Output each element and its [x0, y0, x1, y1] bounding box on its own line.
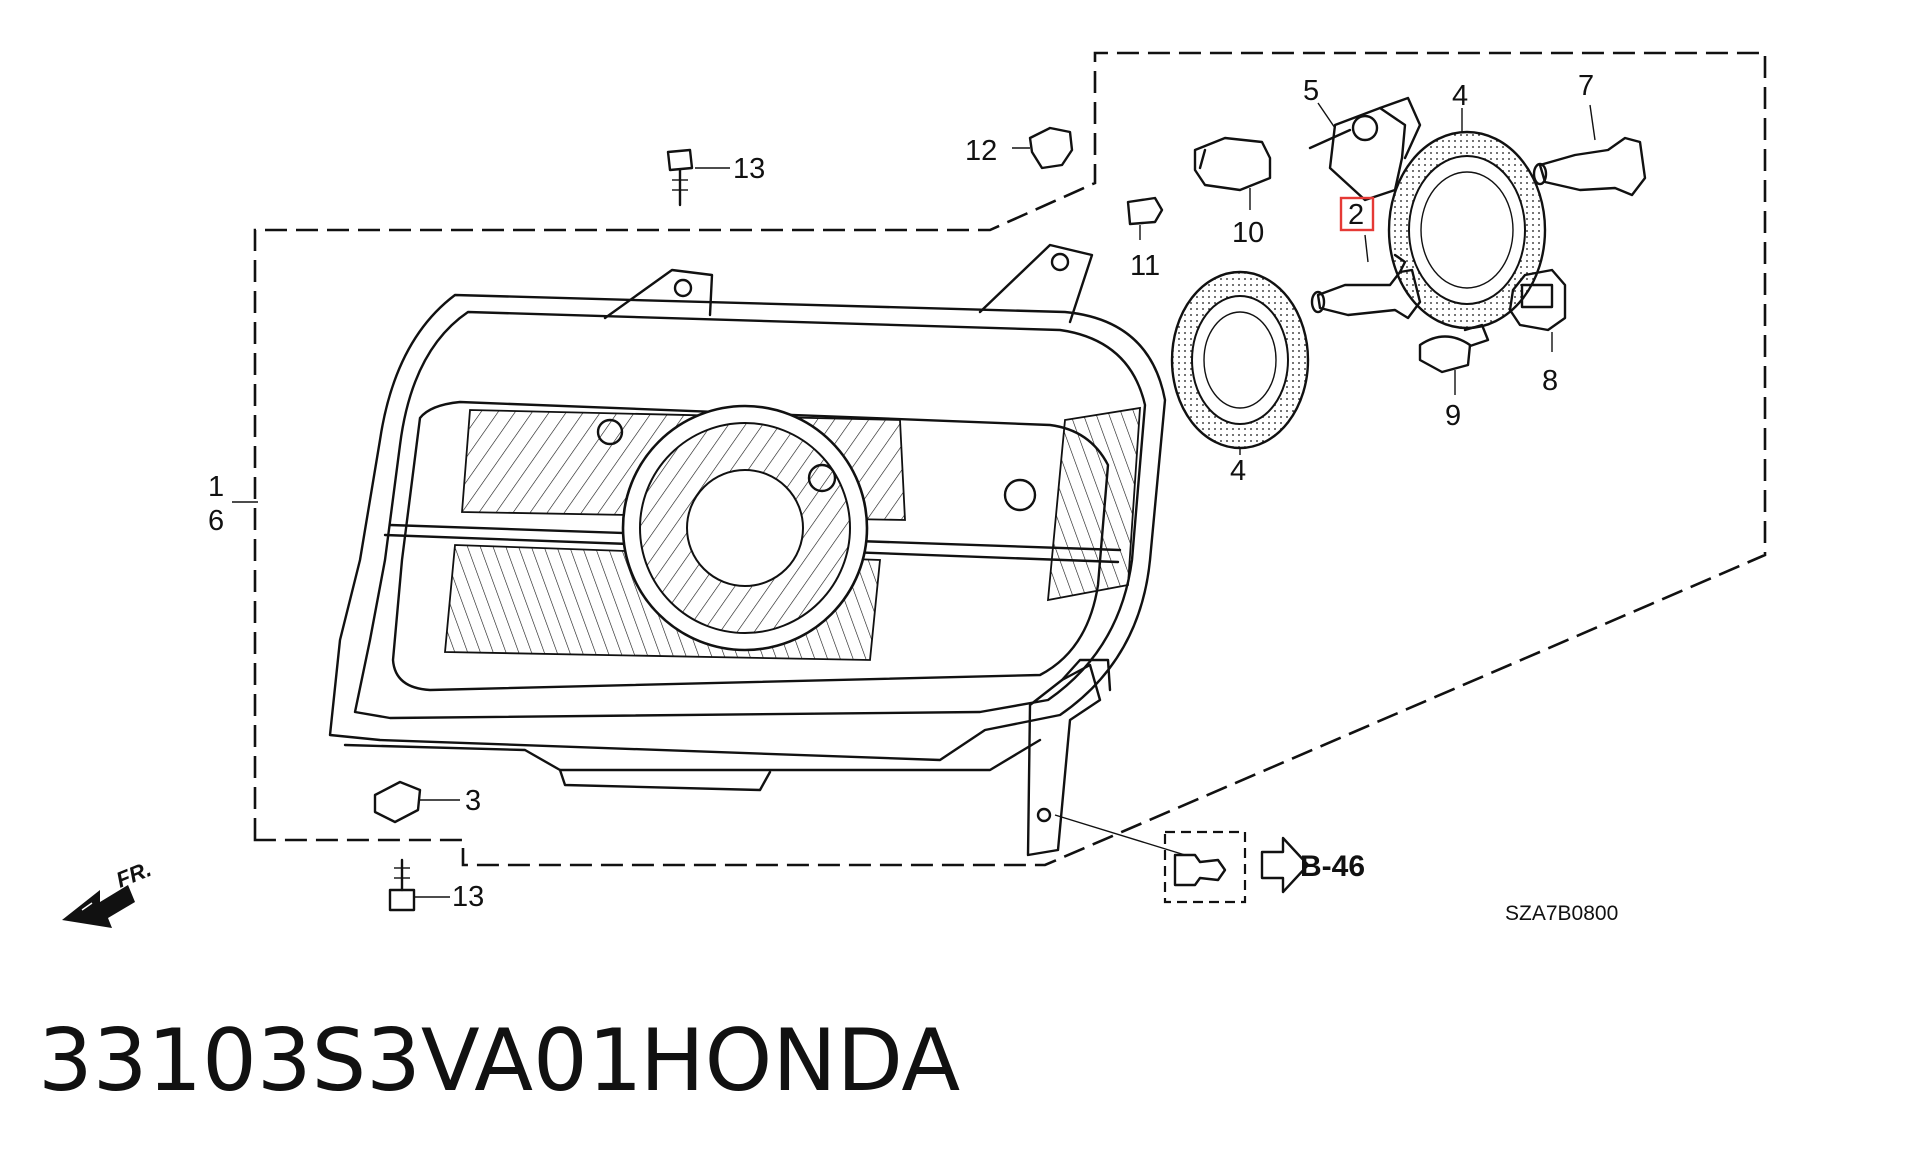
reference-label: B-46 — [1300, 850, 1365, 883]
part-number: 33103S3VA01 — [38, 1011, 642, 1111]
part-4-cap-upper — [1387, 108, 1547, 330]
part-4-cap-lower — [1170, 270, 1310, 455]
highlight-box — [1339, 196, 1375, 232]
part-13-bolt-upper — [666, 148, 730, 207]
part-3-clip-nut — [373, 780, 460, 824]
callout-6: 6 — [208, 505, 224, 537]
part-12-clip — [1012, 126, 1074, 170]
callout-2: 2 — [1348, 199, 1364, 231]
callout-13-upper: 13 — [733, 153, 765, 185]
part-5-socket — [1308, 96, 1422, 202]
callout-4-lower: 4 — [1230, 455, 1246, 487]
part-13-bolt-lower — [388, 858, 450, 912]
direction-label: FR. — [113, 856, 155, 892]
callout-5: 5 — [1303, 75, 1319, 107]
callout-4-upper: 4 — [1452, 80, 1468, 112]
callout-3: 3 — [465, 785, 481, 817]
part-11-bulb — [1126, 196, 1164, 240]
diagram-code: SZA7B0800 — [1505, 902, 1618, 925]
headlight-housing — [328, 243, 1167, 857]
callout-1: 1 — [208, 471, 224, 503]
assembly-boundary — [253, 51, 1767, 867]
callout-11: 11 — [1130, 250, 1160, 282]
callout-8: 8 — [1542, 365, 1558, 397]
callout-9: 9 — [1445, 400, 1461, 432]
part-8-socket — [1508, 268, 1567, 352]
part-10-socket — [1193, 136, 1272, 210]
callout-10: 10 — [1232, 217, 1264, 249]
callout-7: 7 — [1578, 70, 1594, 102]
callout-12: 12 — [965, 135, 997, 167]
reference-bolt-box — [1054, 814, 1247, 904]
part-7-bulb — [1532, 104, 1647, 197]
part-9-bulb — [1418, 323, 1490, 395]
part-2-bulb — [1310, 234, 1422, 320]
callout-13-lower: 13 — [452, 881, 484, 913]
brand-name: HONDA — [640, 1011, 960, 1111]
front-direction-arrow — [62, 885, 135, 928]
reference-arrow — [1260, 836, 1310, 894]
